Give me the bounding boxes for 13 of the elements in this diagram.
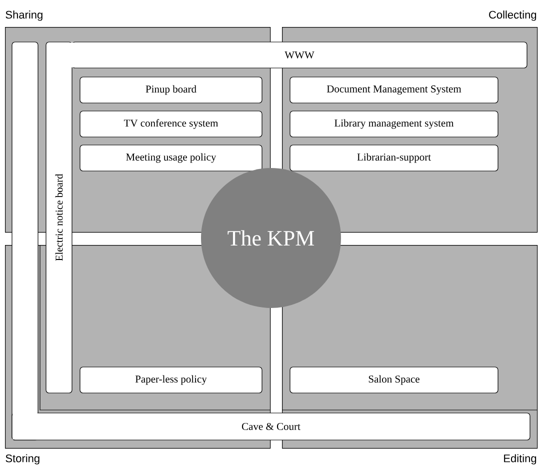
quadrant-label: Editing xyxy=(504,454,536,464)
label-box: Library management system xyxy=(290,110,498,138)
label-box: Salon Space xyxy=(290,366,498,394)
quadrant-label: Sharing xyxy=(6,10,42,21)
label-box: Meeting usage policy xyxy=(80,144,262,172)
quadrant-label: Collecting xyxy=(489,10,536,21)
banner-box: WWW xyxy=(70,42,528,68)
label-box: Pinup board xyxy=(80,76,262,104)
quadrant-label: Storing xyxy=(6,454,40,464)
label-box: Document Management System xyxy=(290,76,498,104)
label-box: Librarian-support xyxy=(290,144,498,172)
label-box: Paper-less policy xyxy=(80,366,262,394)
label-box: TV conference system xyxy=(80,110,262,138)
